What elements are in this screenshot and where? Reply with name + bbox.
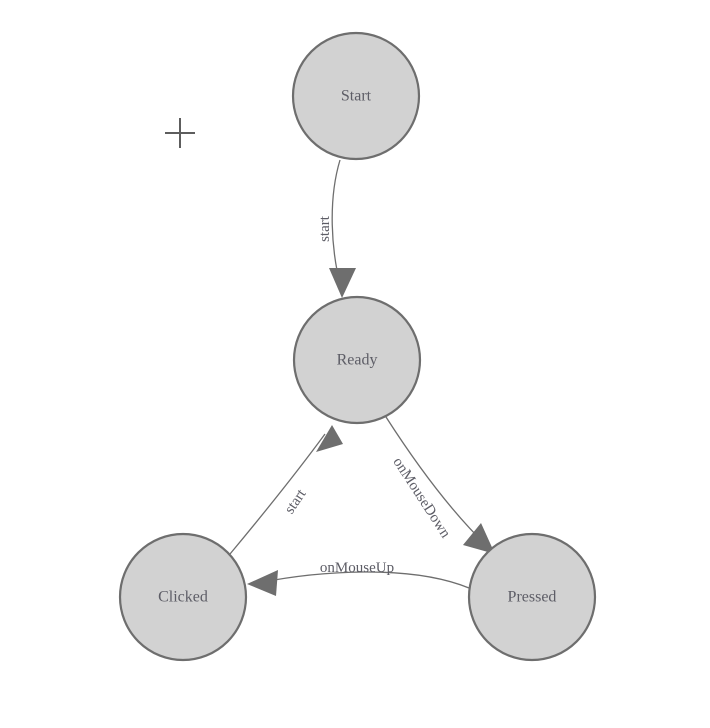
edge-label: start [282,486,310,517]
node-ready[interactable]: Ready [292,295,422,425]
edge-label: start [317,215,333,242]
node-start[interactable]: Start [291,31,421,161]
arrowhead-icon [329,268,356,298]
node-label: Clicked [158,589,208,606]
edge-start-to-ready[interactable]: start [317,159,356,298]
node-circle[interactable] [292,295,422,425]
edge-pressed-to-clicked[interactable]: onMouseUp [247,560,470,596]
node-label: Pressed [508,589,557,606]
node-circle[interactable] [467,532,597,662]
edge-line [257,571,470,589]
arrowhead-icon [316,425,343,452]
crosshair-icon [165,118,195,148]
arrowhead-icon [463,523,495,554]
node-clicked[interactable]: Clicked [118,532,248,662]
node-label: Start [341,88,372,105]
edge-clicked-to-ready[interactable]: start [229,425,343,555]
edge-ready-to-pressed[interactable]: onMouseDown [385,416,495,554]
node-circle[interactable] [118,532,248,662]
node-circle[interactable] [291,31,421,161]
node-label: Ready [337,352,378,369]
edge-line [229,433,326,555]
node-pressed[interactable]: Pressed [467,532,597,662]
edge-label: onMouseUp [320,560,394,576]
arrowhead-icon [247,570,278,596]
